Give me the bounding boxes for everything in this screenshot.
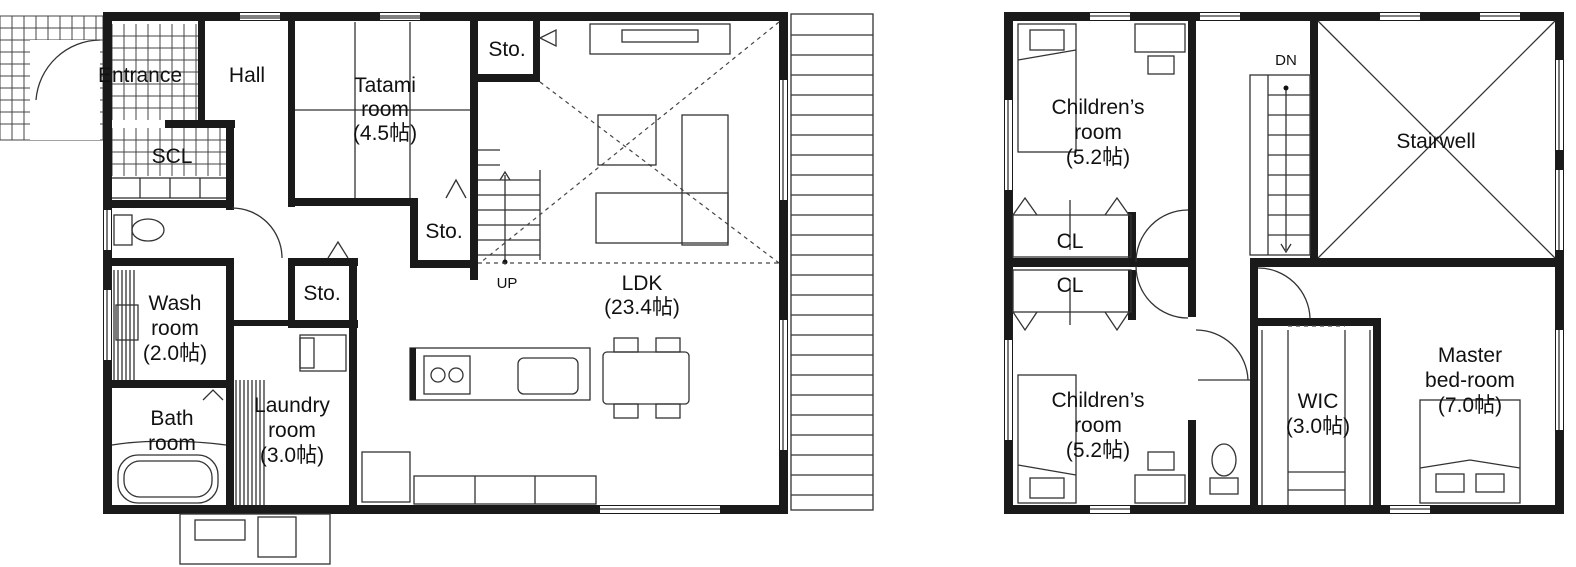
label-scl: SCL bbox=[152, 145, 193, 168]
label-wash-3: (2.0帖) bbox=[143, 342, 207, 365]
label-master-1: Master bbox=[1438, 344, 1502, 367]
second-floor-plan: Children’s room (5.2帖) CL CL Children’s … bbox=[1004, 12, 1564, 514]
label-master-3: (7.0帖) bbox=[1438, 394, 1502, 417]
label-wic-1: WIC bbox=[1298, 390, 1339, 413]
toilet-second bbox=[1198, 379, 1250, 495]
stairs-second-floor bbox=[1249, 74, 1311, 256]
label-master-2: bed-room bbox=[1425, 369, 1515, 392]
label-child-top-1: Children’s bbox=[1052, 96, 1145, 119]
kitchen-island bbox=[409, 347, 591, 401]
label-dn: DN bbox=[1275, 52, 1297, 69]
label-entrance: Entrance bbox=[98, 64, 182, 87]
label-child-top-3: (5.2帖) bbox=[1066, 146, 1130, 169]
label-tatami-3: (4.5帖) bbox=[353, 122, 417, 145]
deck bbox=[790, 13, 874, 511]
dining-table bbox=[602, 337, 690, 419]
entrance-floor-tiles bbox=[109, 24, 231, 199]
label-tatami-2: room bbox=[361, 98, 409, 121]
label-sto-left: Sto. bbox=[303, 282, 340, 305]
label-child-bot-2: room bbox=[1074, 414, 1122, 437]
toilet-first bbox=[113, 207, 283, 259]
first-floor-plan: Entrance Hall Tatami room (4.5帖) Sto. St… bbox=[0, 12, 874, 565]
label-child-bot-3: (5.2帖) bbox=[1066, 439, 1130, 462]
living-furniture bbox=[589, 23, 731, 246]
label-cl-bottom: CL bbox=[1057, 274, 1084, 297]
child-room-bottom-furniture bbox=[1017, 374, 1186, 504]
label-stairwell: Stairwell bbox=[1396, 130, 1475, 153]
child-room-top-furniture bbox=[1017, 23, 1186, 153]
label-child-top-2: room bbox=[1074, 121, 1122, 144]
label-laundry-1: Laundry bbox=[254, 394, 330, 417]
closets bbox=[1012, 196, 1132, 332]
label-wash-1: Wash bbox=[149, 292, 202, 315]
label-laundry-2: room bbox=[268, 419, 316, 442]
label-sto-mid: Sto. bbox=[425, 220, 462, 243]
master-bed bbox=[1419, 399, 1521, 504]
bath-fixtures bbox=[111, 440, 227, 504]
label-sto-top: Sto. bbox=[488, 38, 525, 61]
wic-fixtures bbox=[1261, 325, 1371, 505]
label-hall: Hall bbox=[229, 64, 265, 87]
porch-tiles bbox=[0, 15, 104, 141]
label-up: UP bbox=[497, 275, 518, 292]
laundry-fixtures bbox=[235, 334, 347, 505]
stairs-first-floor bbox=[478, 149, 541, 265]
label-tatami-1: Tatami bbox=[354, 74, 416, 97]
label-cl-top: CL bbox=[1057, 230, 1084, 253]
outdoor-units bbox=[179, 513, 331, 565]
label-bath-2: room bbox=[148, 432, 196, 455]
kitchen-counter bbox=[361, 451, 597, 505]
label-ldk-2: (23.4帖) bbox=[604, 296, 680, 319]
label-ldk-1: LDK bbox=[622, 272, 663, 295]
label-wash-2: room bbox=[151, 317, 199, 340]
label-wic-2: (3.0帖) bbox=[1286, 415, 1350, 438]
label-child-bot-1: Children’s bbox=[1052, 389, 1145, 412]
label-bath-1: Bath bbox=[150, 407, 193, 430]
wash-fixtures bbox=[113, 270, 139, 380]
label-laundry-3: (3.0帖) bbox=[260, 444, 324, 467]
tatami-mats bbox=[295, 22, 470, 198]
